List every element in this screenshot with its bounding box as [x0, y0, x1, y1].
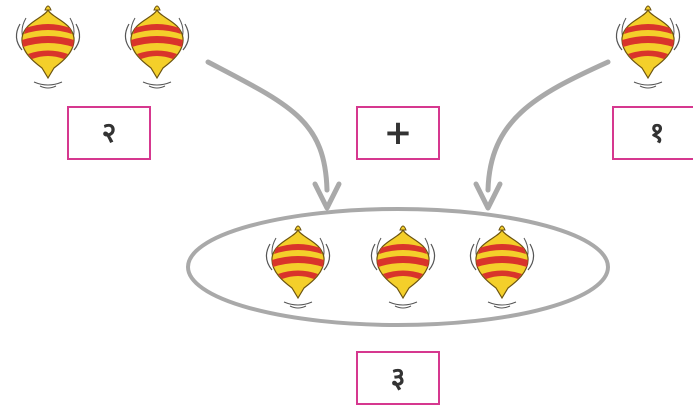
spinning-top-icon — [469, 225, 535, 309]
right-operand-label: १ — [649, 116, 665, 149]
arrow-left-to-result — [205, 59, 330, 193]
spinning-top-icon — [124, 5, 190, 89]
operator-box: + — [356, 106, 440, 160]
result-label: ३ — [390, 361, 406, 394]
left-operand-box: २ — [67, 106, 151, 160]
spinning-top-icon — [370, 225, 436, 309]
plus-sign: + — [383, 113, 413, 153]
result-group-ellipse — [186, 207, 610, 327]
right-operand-box: १ — [612, 106, 693, 160]
spinning-top-icon — [265, 225, 331, 309]
spinning-top-icon — [15, 5, 81, 89]
arrow-right-to-result — [485, 59, 611, 193]
left-operand-label: २ — [101, 116, 117, 149]
spinning-top-icon — [615, 5, 681, 89]
result-box: ३ — [356, 351, 440, 405]
